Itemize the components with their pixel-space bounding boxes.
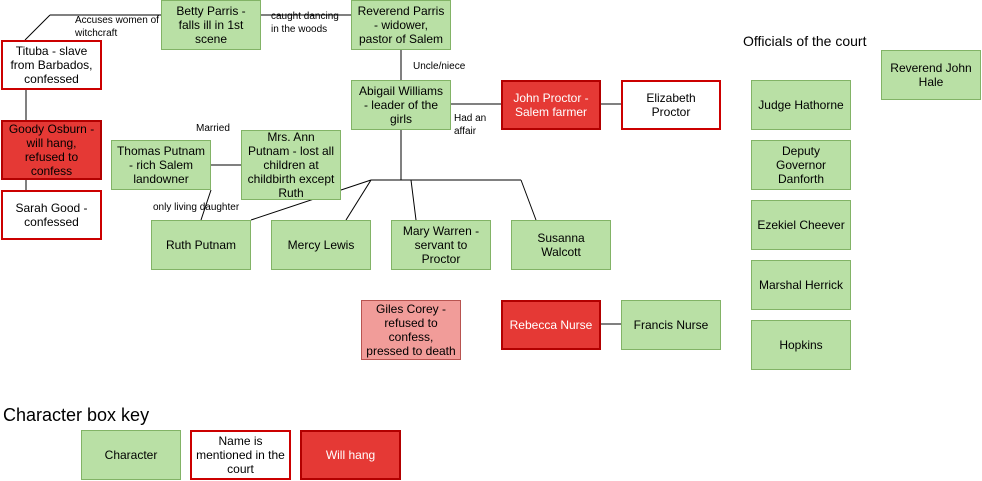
node-giles-corey: Giles Corey - refused to confess, presse…: [361, 300, 461, 360]
node-susanna-walcott: Susanna Walcott: [511, 220, 611, 270]
official-hopkins: Hopkins: [751, 320, 851, 370]
relation-label-married: Married: [196, 123, 230, 134]
official-danforth: Deputy Governor Danforth: [751, 140, 851, 190]
officials-heading: Officials of the court: [743, 33, 867, 49]
relation-label-only-daughter: only living daughter: [153, 202, 240, 213]
official-reverend-hale: Reverend John Hale: [881, 50, 981, 100]
node-mary-warren: Mary Warren - servant to Proctor: [391, 220, 491, 270]
key-heading: Character box key: [3, 405, 150, 425]
node-john-proctor: John Proctor - Salem farmer: [501, 80, 601, 130]
node-rebecca-nurse: Rebecca Nurse: [501, 300, 601, 350]
node-goody-osburn: Goody Osburn - will hang, refused to con…: [1, 120, 102, 180]
node-thomas-putnam: Thomas Putnam - rich Salem landowner: [111, 140, 211, 190]
node-ann-putnam: Mrs. Ann Putnam - lost all children at c…: [241, 130, 341, 200]
node-ruth-putnam: Ruth Putnam: [151, 220, 251, 270]
node-abigail-williams: Abigail Williams - leader of the girls: [351, 80, 451, 130]
key-will-hang: Will hang: [300, 430, 401, 480]
node-mercy-lewis: Mercy Lewis: [271, 220, 371, 270]
relation-label-uncle-niece: Uncle/niece: [413, 61, 466, 72]
node-sarah-good: Sarah Good - confessed: [1, 190, 102, 240]
relation-label-affair: Had an affair: [454, 113, 487, 137]
node-reverend-parris: Reverend Parris - widower, pastor of Sal…: [351, 0, 451, 50]
relation-label-caught: caught dancing in the woods: [271, 11, 339, 35]
official-ezekiel-cheever: Ezekiel Cheever: [751, 200, 851, 250]
relation-label-accuses: Accuses women of witchcraft: [75, 15, 159, 39]
node-betty-parris: Betty Parris - falls ill in 1st scene: [161, 0, 261, 50]
key-character: Character: [81, 430, 181, 480]
node-elizabeth-proctor: Elizabeth Proctor: [621, 80, 721, 130]
node-francis-nurse: Francis Nurse: [621, 300, 721, 350]
node-tituba: Tituba - slave from Barbados, confessed: [1, 40, 102, 90]
key-mentioned: Name is mentioned in the court: [190, 430, 291, 480]
official-judge-hathorne: Judge Hathorne: [751, 80, 851, 130]
official-marshal-herrick: Marshal Herrick: [751, 260, 851, 310]
